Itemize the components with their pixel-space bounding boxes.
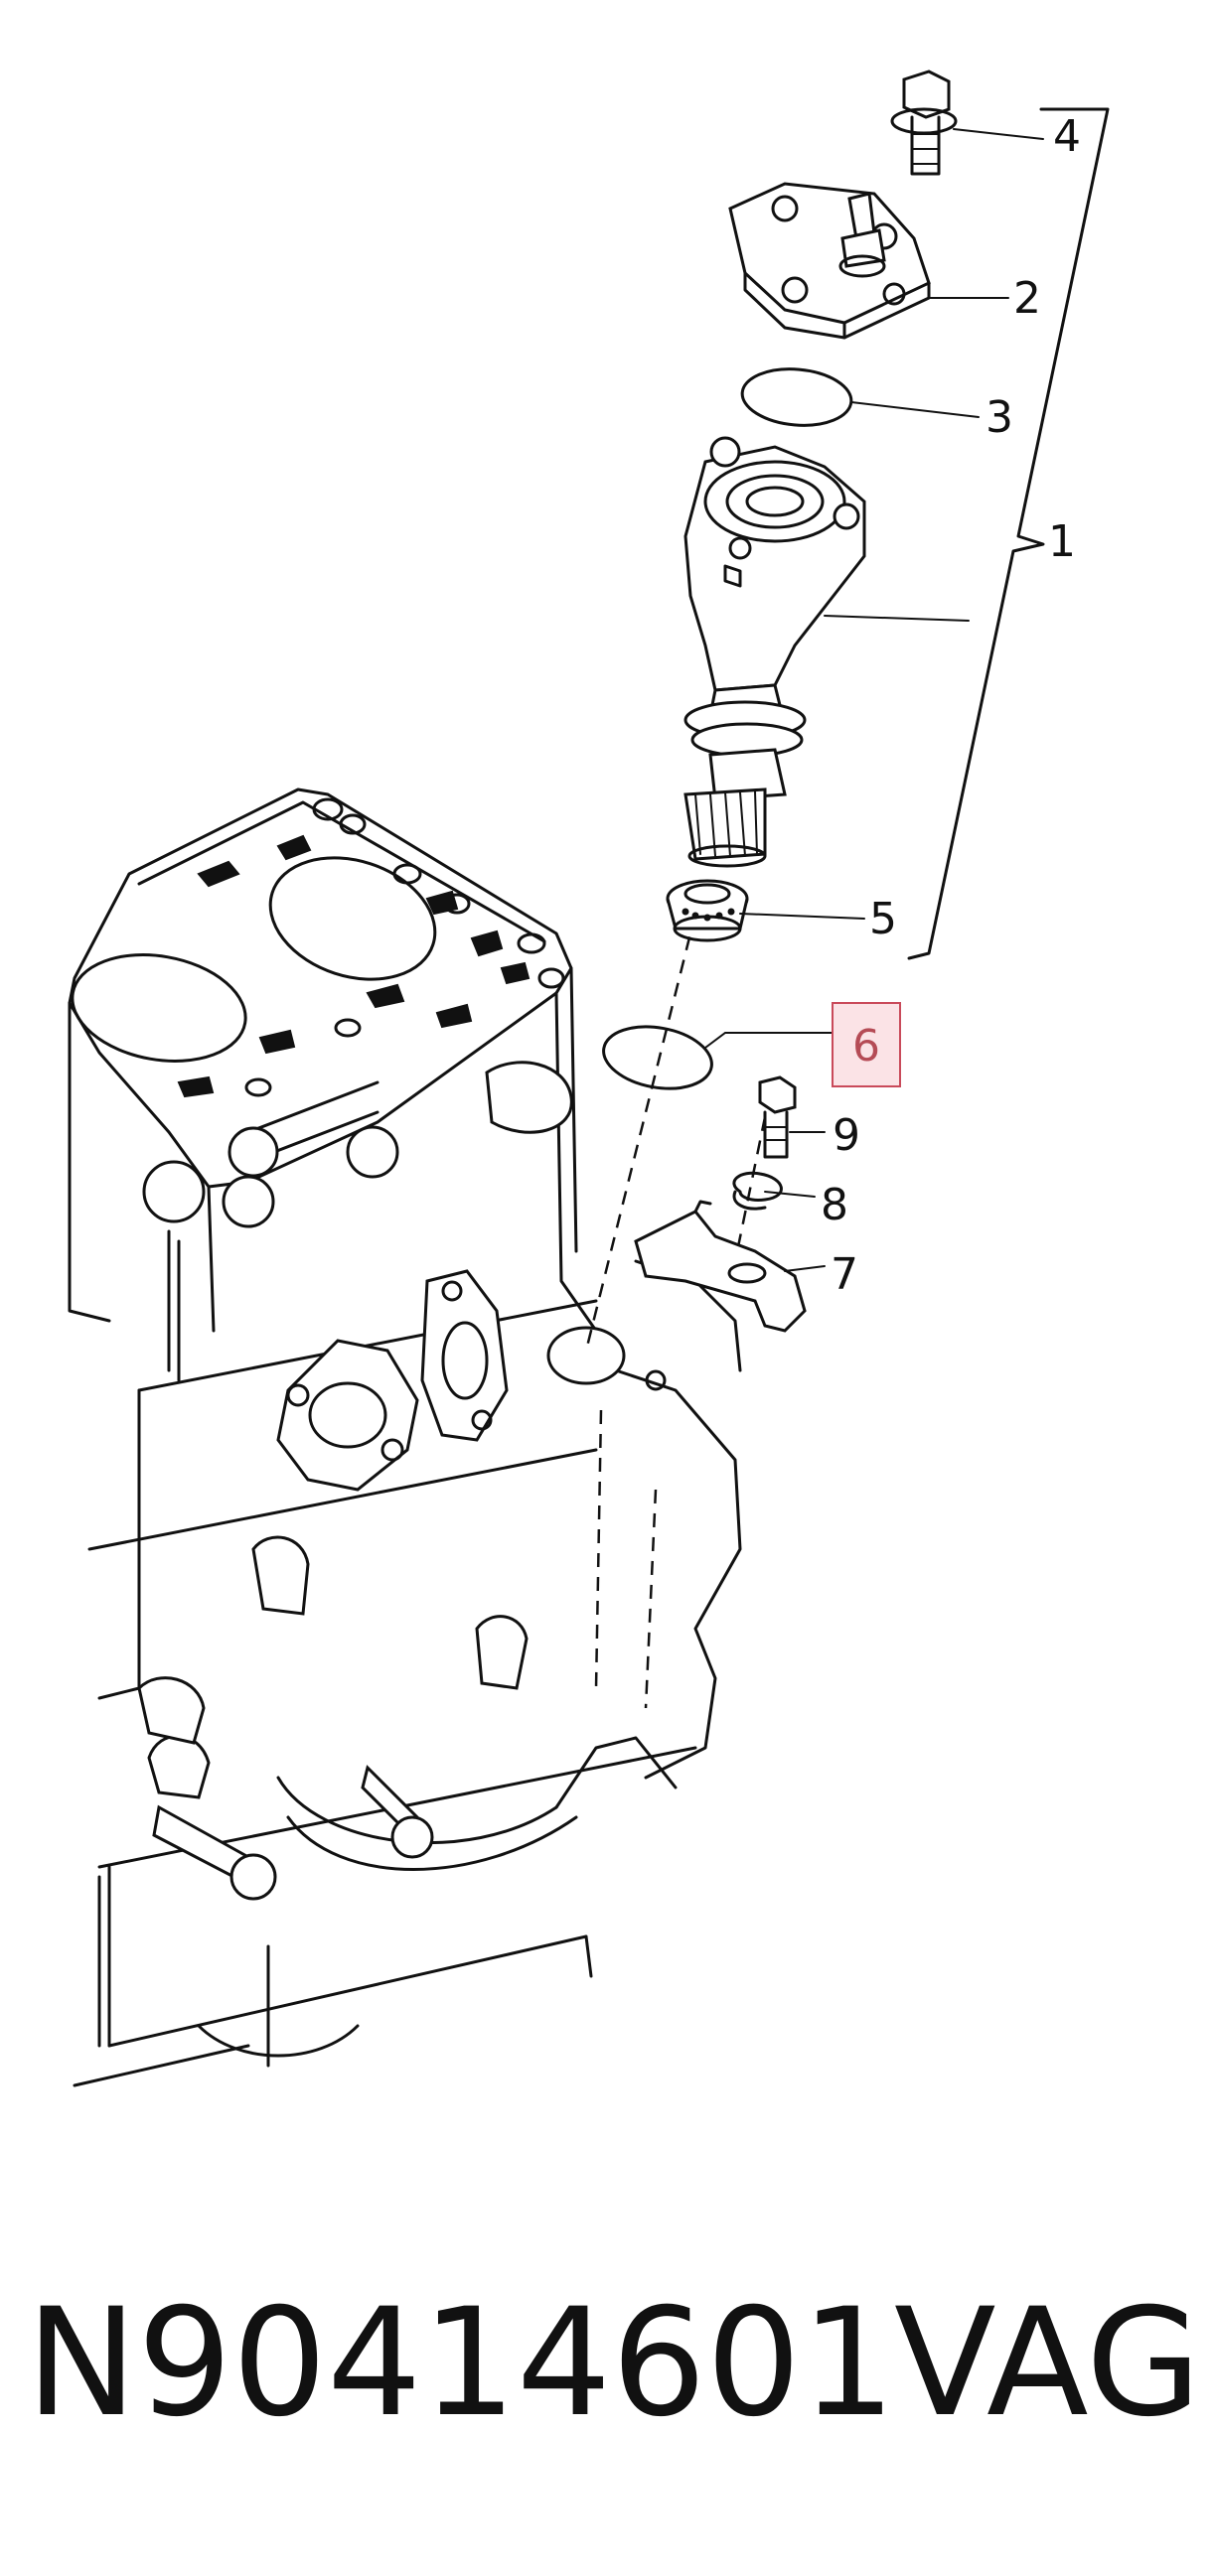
- part-6-seal: [602, 1025, 713, 1090]
- part-7-clamp-bracket: [634, 1200, 807, 1333]
- part-9-screw: [758, 1075, 797, 1159]
- bracket-centerline: [733, 1116, 767, 1262]
- callout-6: 6: [852, 1021, 880, 1072]
- assembly-centerline: [584, 913, 697, 1352]
- engine-block: [68, 787, 742, 2087]
- part-8-washer: [732, 1171, 783, 1211]
- callout-2: 2: [1013, 273, 1041, 324]
- callout-5: 5: [869, 894, 897, 944]
- callout-1: 1: [1048, 516, 1076, 567]
- callouts: 4 2 3 1 5 6 9 8 7: [821, 111, 1081, 1300]
- callout-4: 4: [1053, 111, 1081, 162]
- callout-3: 3: [986, 392, 1013, 443]
- brand-label: VAG: [894, 2277, 1202, 2450]
- callout-8: 8: [821, 1180, 848, 1230]
- callout-9: 9: [833, 1110, 860, 1161]
- callout-7: 7: [831, 1249, 858, 1300]
- part-3-o-ring: [740, 367, 853, 427]
- callout-6-highlight-box: [832, 1002, 901, 1087]
- part-4-bolt: [890, 70, 958, 176]
- part-2-cover-plate: [728, 182, 931, 340]
- caption: N90414601 VAG: [0, 2284, 1214, 2443]
- leader-lines: [704, 107, 1110, 1272]
- part-5-bushing: [666, 879, 749, 942]
- part-number: N90414601: [26, 2277, 896, 2450]
- part-1-drive-housing: [683, 436, 866, 868]
